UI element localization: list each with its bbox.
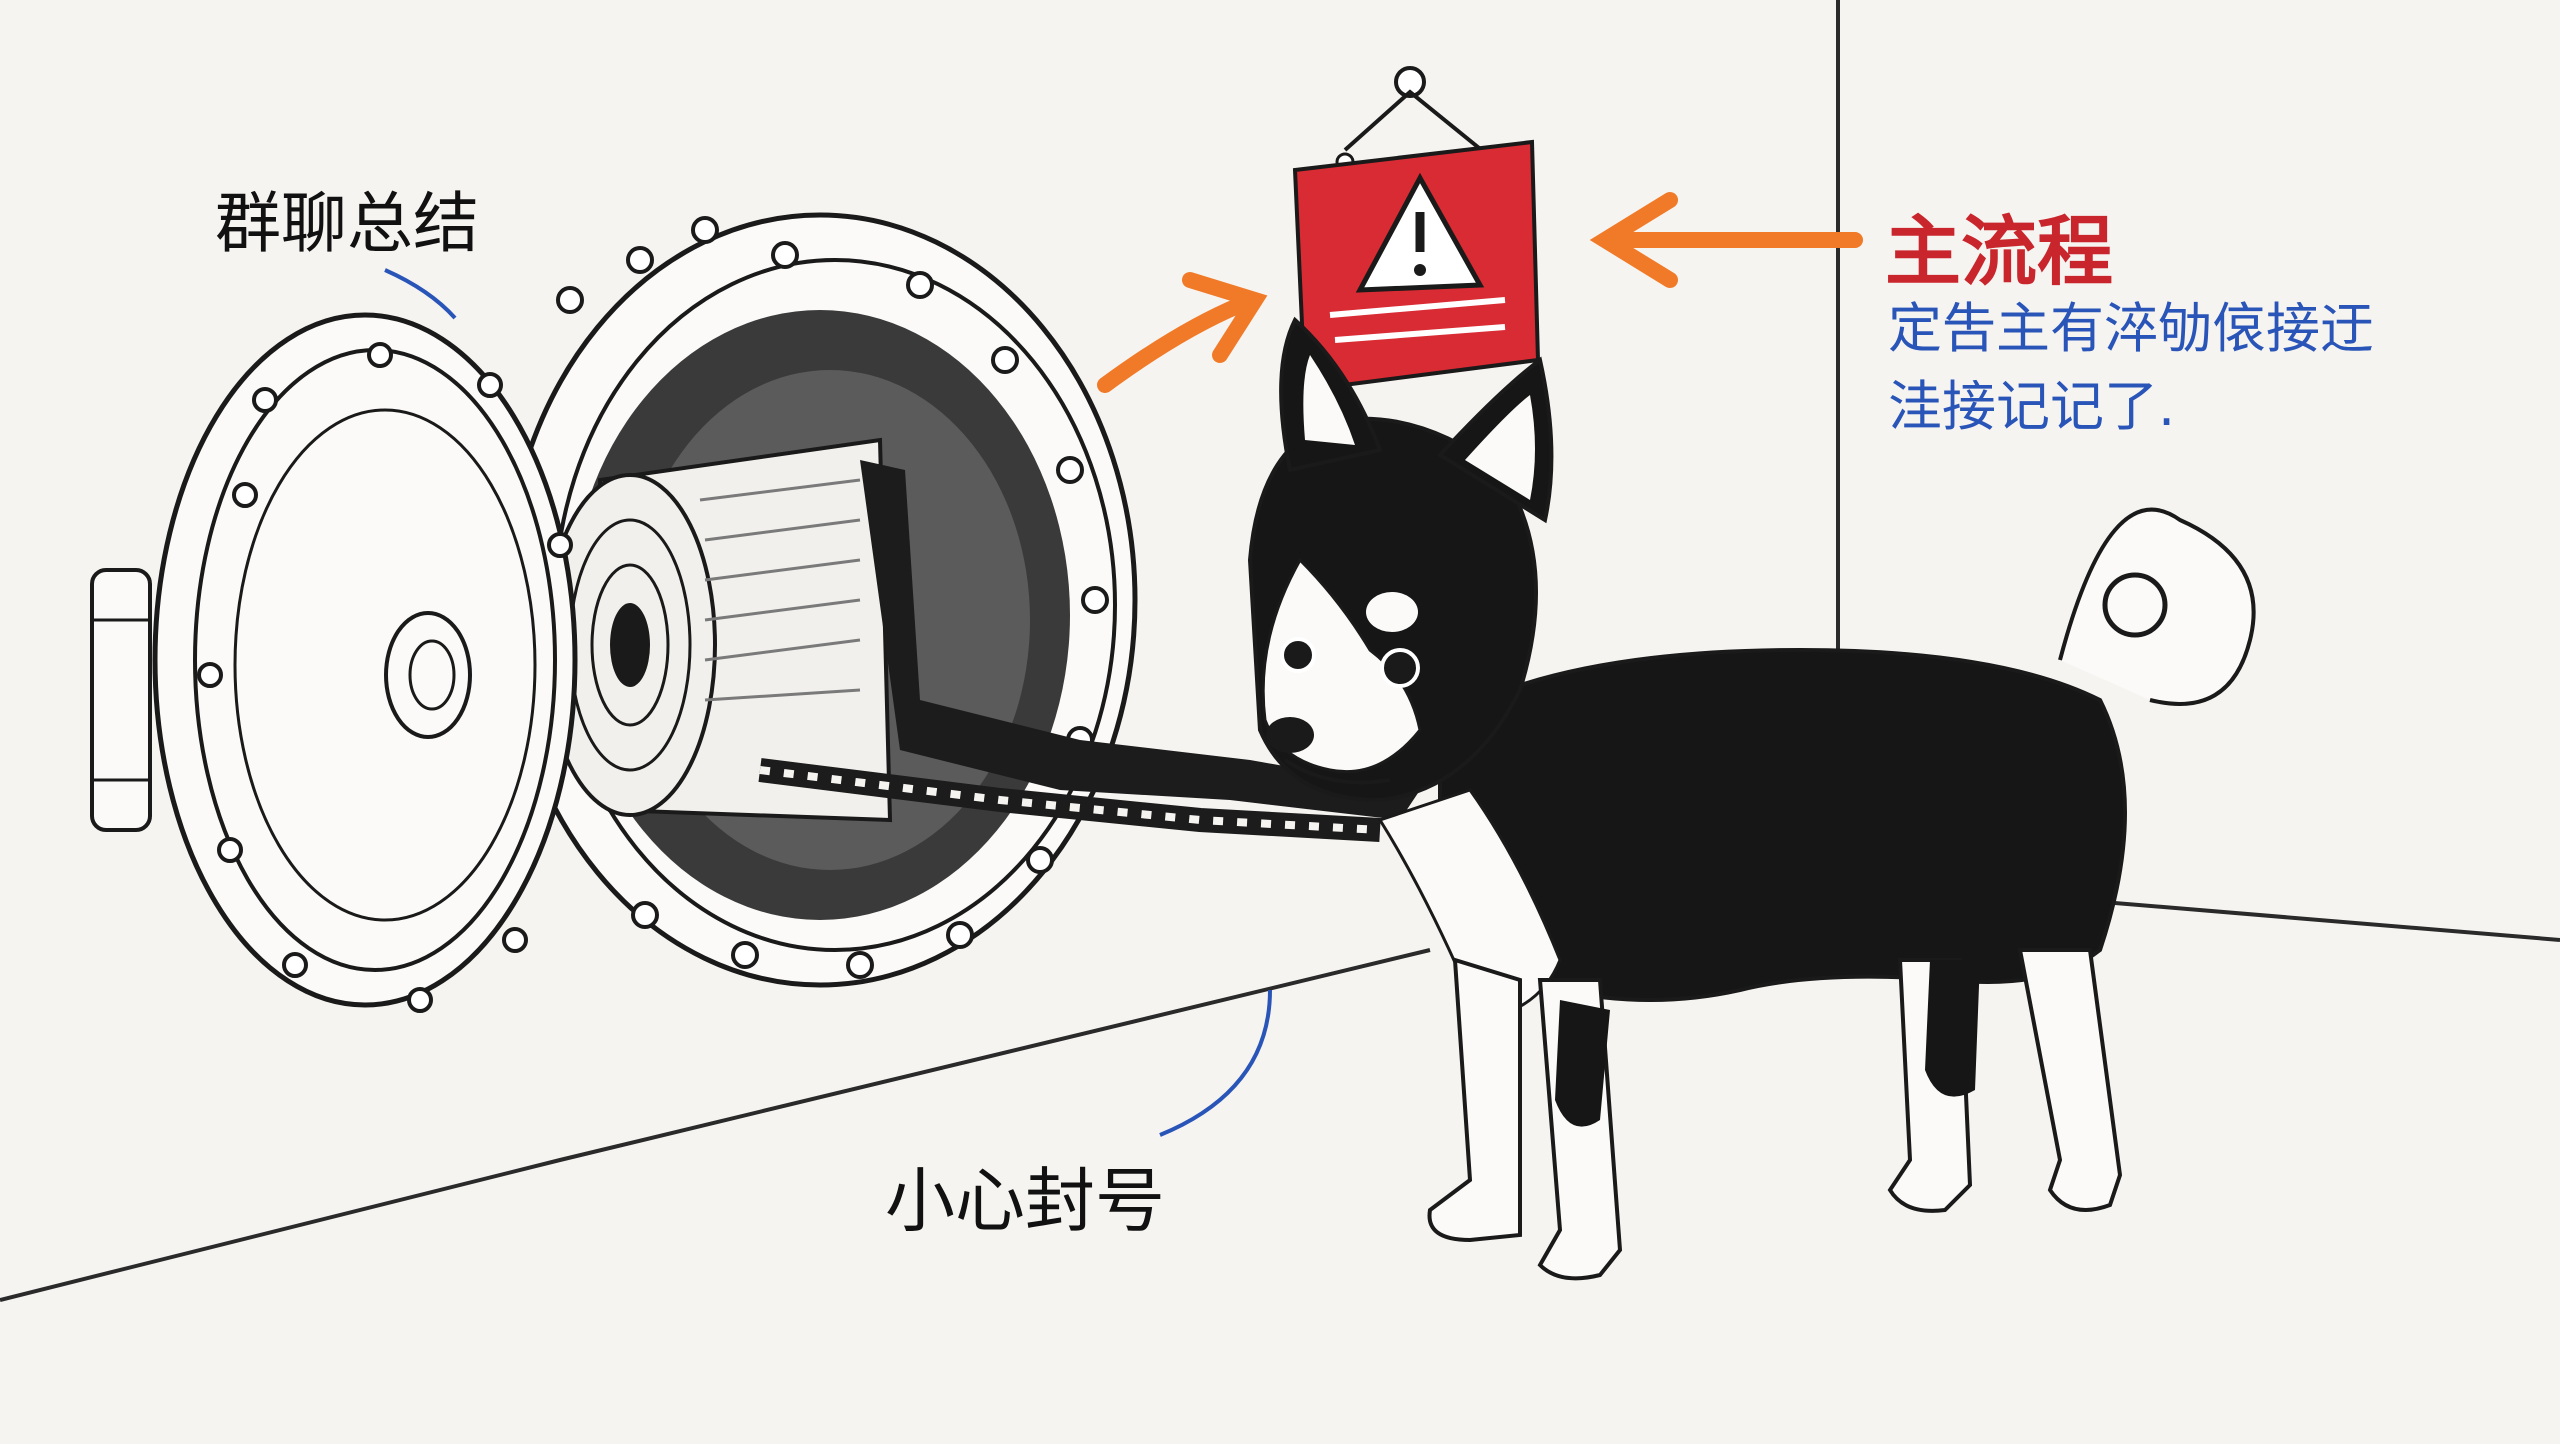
orange-arrow-icon: [1589, 192, 1863, 288]
door-knob: [384, 611, 472, 739]
label-blue-note: 定吿主有淬劬偯接迂 洼接记记了.: [1888, 290, 2488, 446]
label-main-flow: 主流程: [1885, 207, 2113, 296]
film-strip: [860, 460, 1420, 820]
frame-bolts: [556, 216, 1109, 979]
summary-pointer-line: [384, 268, 457, 320]
warning-sign: [1292, 66, 1541, 393]
orange-arrow-icon: [1097, 272, 1268, 393]
door-hinge: [90, 568, 152, 832]
label-careful-ban: 小心封号: [885, 1160, 1165, 1242]
dog-tail: [2058, 507, 2256, 706]
left-floor-line: [0, 948, 1431, 1302]
vault-door: [90, 312, 578, 1013]
blue-note-line-2: 洼接记记了.: [1888, 375, 2176, 438]
door-bolts: [197, 342, 573, 1013]
dog-nose: [1266, 717, 1314, 753]
ban-pointer-line: [1159, 989, 1272, 1137]
blue-note-line-1: 定吿主有淬劬偯接迂: [1888, 297, 2374, 360]
film-roll: [543, 437, 1420, 842]
label-group-summary: 群聊总结: [215, 185, 479, 262]
warning-triangle-icon: [1355, 172, 1485, 293]
dog: [1247, 316, 2256, 1281]
dog-eye-left: [1280, 637, 1316, 673]
dog-eye-right: [1380, 648, 1420, 688]
